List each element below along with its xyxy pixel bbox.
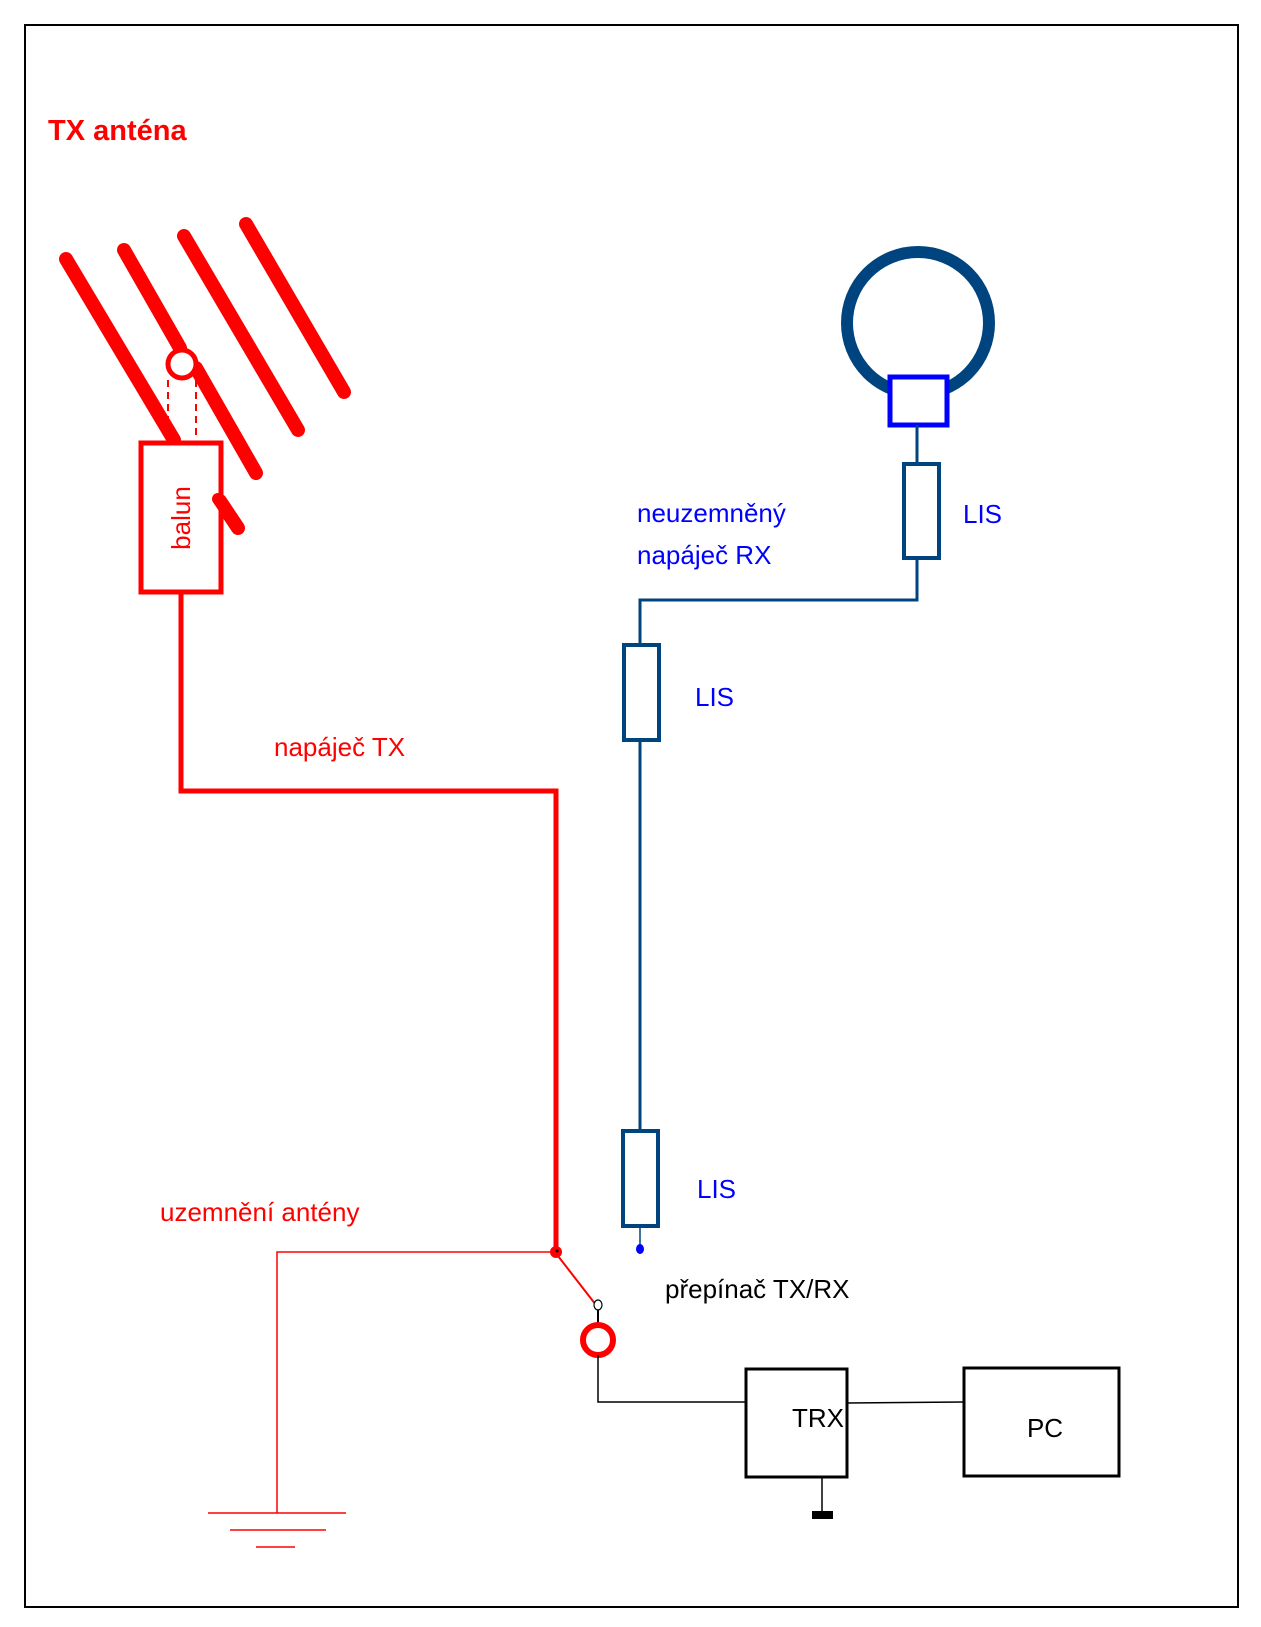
trx-block[interactable]: TRX <box>744 1367 849 1479</box>
balun-block[interactable]: balun <box>138 440 224 595</box>
rx-feeder-label-line1: neuzemněný <box>637 498 786 528</box>
trx-pc-link <box>846 1401 965 1404</box>
yagi-element-2-tail-front <box>212 493 244 534</box>
pc-box <box>962 1366 1121 1478</box>
trx-ground-icon <box>812 1511 833 1519</box>
rx-loop-antenna-icon <box>841 246 995 400</box>
coax-connector-icon <box>580 1322 616 1358</box>
title-tx-antenna: TX anténa <box>48 115 187 147</box>
antenna-ground-label: uzemnění antény <box>160 1197 359 1227</box>
pc-block[interactable]: PC <box>962 1366 1121 1478</box>
page-frame <box>24 24 1239 1608</box>
loop-coupler-box <box>887 374 950 428</box>
rx-terminal-icon <box>636 1244 644 1254</box>
switch-label: přepínač TX/RX <box>665 1274 850 1304</box>
ground-wire <box>276 1251 556 1513</box>
switch-pivot-dot <box>555 1249 559 1253</box>
rx-feeder-upper <box>638 558 919 645</box>
lis-choke-bottom <box>621 1129 660 1228</box>
yagi-element-3 <box>177 229 305 437</box>
rx-feeder-label-line2: napáječ RX <box>637 540 771 570</box>
switch-lever <box>557 1255 597 1306</box>
feed-point-icon <box>165 347 199 381</box>
yagi-element-2-lower <box>189 361 263 480</box>
tx-yagi-antenna <box>59 217 351 535</box>
switch-contact-icon <box>593 1299 603 1311</box>
tx-feeder-label: napáječ TX <box>274 732 405 762</box>
lis-top-label: LIS <box>963 499 1002 529</box>
balun-label: balun <box>166 486 196 550</box>
feed-dashed-lines <box>167 380 197 440</box>
lis-choke-top <box>902 462 941 560</box>
tx-rx-switch[interactable] <box>550 1246 616 1358</box>
coax-to-trx-wire <box>597 1355 746 1403</box>
lis-bottom-label: LIS <box>697 1174 736 1204</box>
tx-feeder-line <box>178 592 559 1252</box>
pc-label: PC <box>1027 1413 1063 1443</box>
yagi-element-4 <box>239 217 351 399</box>
lis-choke-middle <box>622 643 661 742</box>
yagi-element-2-upper <box>117 243 187 355</box>
trx-box <box>744 1367 849 1479</box>
yagi-element-1 <box>59 252 181 447</box>
trx-label: TRX <box>792 1403 844 1433</box>
lis-choke-box <box>902 462 941 560</box>
ground-symbol-icon <box>208 1512 346 1548</box>
lis-middle-label: LIS <box>695 682 734 712</box>
